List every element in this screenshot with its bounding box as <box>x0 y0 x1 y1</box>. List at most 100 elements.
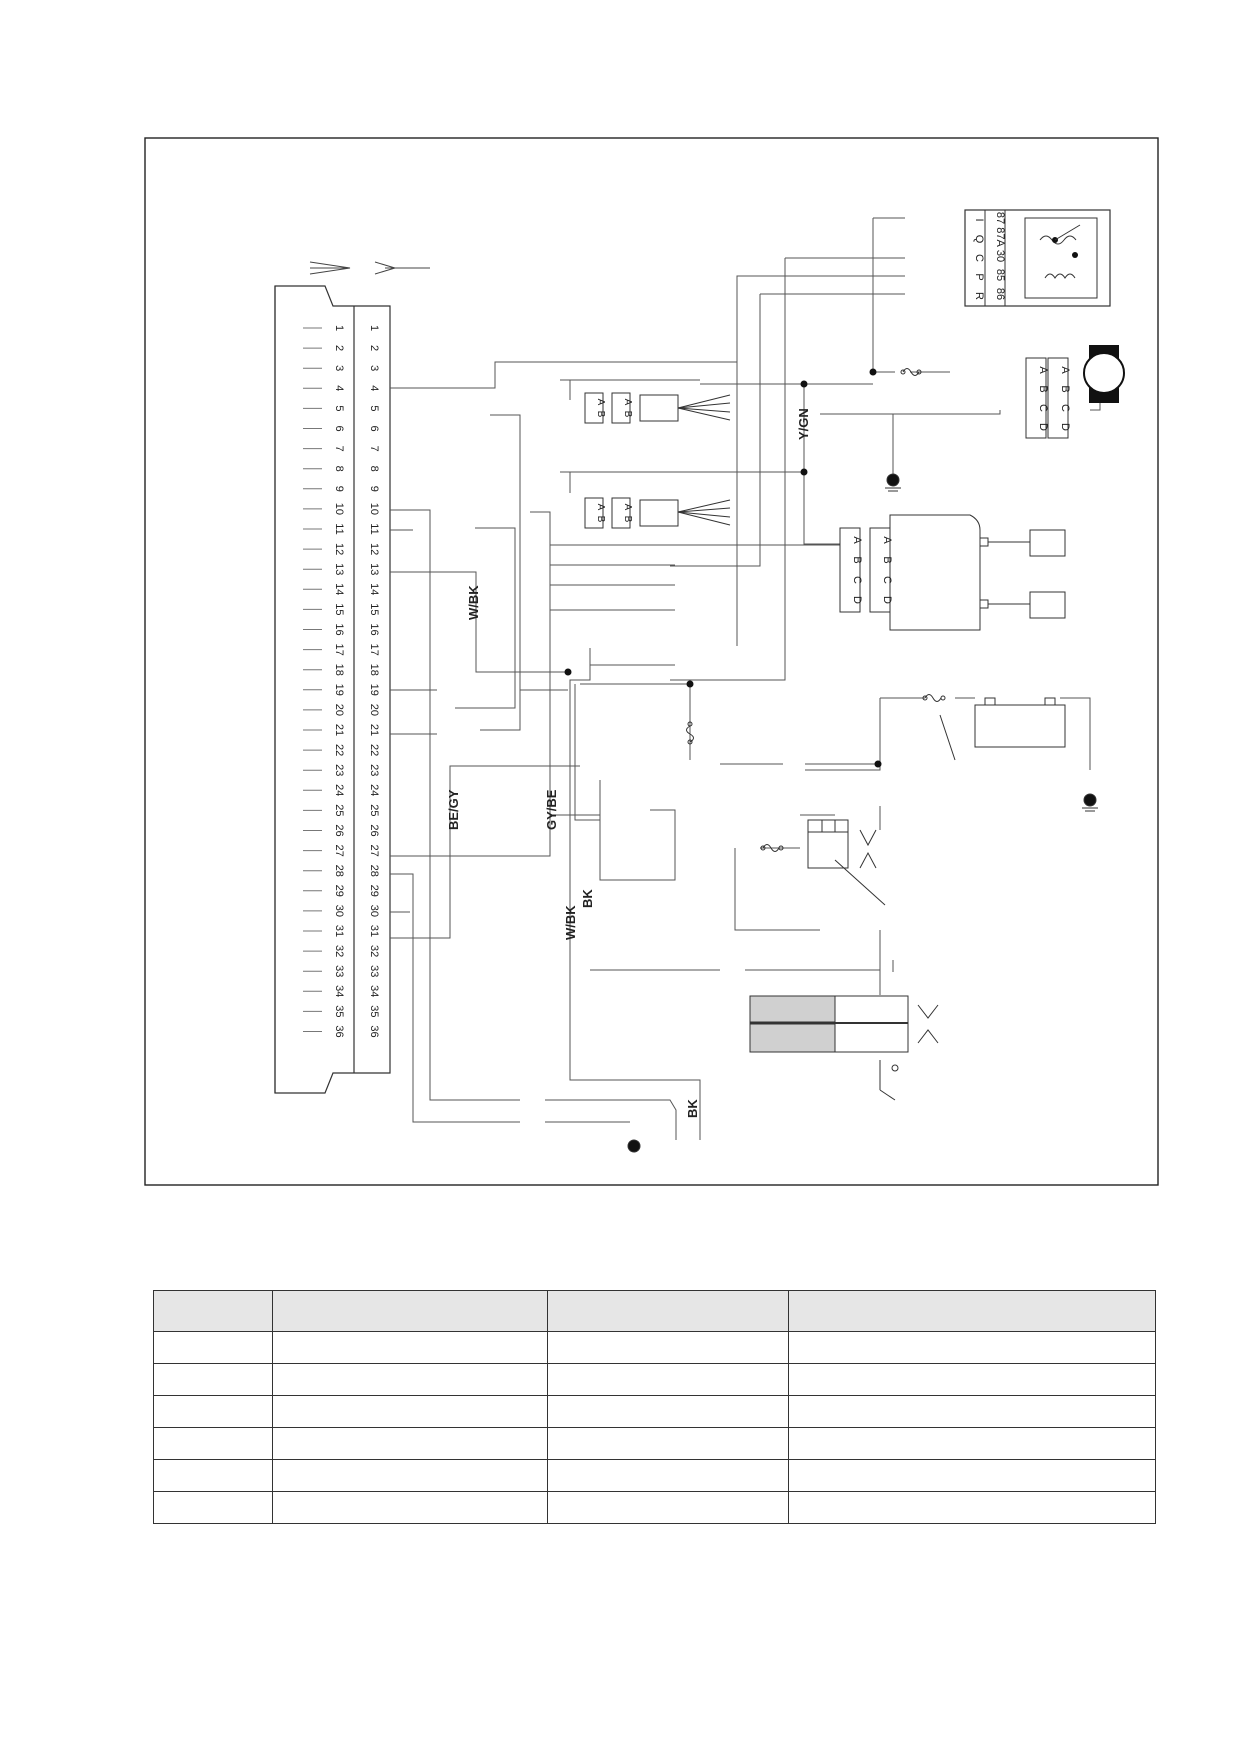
table-cell <box>272 1427 548 1460</box>
ecu-pin-label: 33 <box>333 965 345 977</box>
wire-label-w-bk-2: W/BK <box>563 905 578 940</box>
ecu-pin-label: 17 <box>333 643 345 655</box>
wire-label-bk-2: BK <box>685 1099 700 1118</box>
actuator-pin-label: C <box>1059 404 1071 412</box>
ecu-pin-label: 10 <box>333 503 345 515</box>
actuator <box>1025 345 1125 439</box>
ecu-pin-label: 20 <box>333 704 345 716</box>
ecu-pin-label: 33 <box>368 965 380 977</box>
ecu-pin-label: 14 <box>368 583 380 595</box>
table-cell <box>153 1363 273 1396</box>
sensor-pin-label: B <box>622 516 633 523</box>
table-cell <box>272 1331 548 1364</box>
ecu-pin-label: 18 <box>368 664 380 676</box>
relay-terminal-label: I <box>973 218 985 221</box>
table-cell <box>788 1363 1156 1396</box>
ecu-pin-label: 1 <box>368 325 380 331</box>
table-row <box>153 1459 1156 1492</box>
ecu-pin-label: 14 <box>333 583 345 595</box>
ignition-module <box>839 514 1066 631</box>
ecu-pin-label: 16 <box>333 623 345 635</box>
module-pin-label: D <box>881 596 893 604</box>
ecu-pin-label: 15 <box>333 603 345 615</box>
table-row <box>153 1427 1156 1460</box>
ecu-pin-label: 22 <box>368 744 380 756</box>
ecu-pin-label: 15 <box>368 603 380 615</box>
module-pin-label: A <box>881 536 893 544</box>
ecu-pin-label: 4 <box>368 385 380 391</box>
relay-terminal-label: 87A <box>994 227 1006 247</box>
ecu-pin-label: 27 <box>333 844 345 856</box>
ecu-pin-label: 20 <box>368 704 380 716</box>
ecu-pin-label: 5 <box>333 405 345 411</box>
ecu-pin-label: 19 <box>333 684 345 696</box>
ecu-pin-label: 3 <box>368 365 380 371</box>
ecu-pin-label: 3 <box>333 365 345 371</box>
ecu-pin-label: 12 <box>368 543 380 555</box>
module-pin-label: B <box>881 556 893 563</box>
actuator-pin-label: B <box>1059 385 1071 392</box>
table-cell <box>547 1331 789 1364</box>
ecu-pin-label: 23 <box>368 764 380 776</box>
ecu-pin-label: 13 <box>333 563 345 575</box>
table-cell <box>547 1459 789 1492</box>
relay-terminal-label: Q <box>973 235 985 244</box>
ecu-pin-label: 12 <box>333 543 345 555</box>
ecu-pin-label: 24 <box>333 784 345 796</box>
actuator-pin-label: A <box>1037 366 1049 374</box>
ecu-pin-label: 6 <box>368 425 380 431</box>
ecu-pin-label: 34 <box>333 985 345 997</box>
table-cell <box>153 1427 273 1460</box>
module-pin-label: C <box>851 576 863 584</box>
table-cell <box>153 1491 273 1524</box>
ecu-pin-label: 29 <box>333 885 345 897</box>
ecu-pin-label: 8 <box>333 466 345 472</box>
relay-terminal-label: R <box>973 292 985 300</box>
ground-icons <box>627 473 1098 1153</box>
relay-terminal-label: 86 <box>994 288 1006 300</box>
diagram-frame <box>144 137 1159 1186</box>
table-row <box>153 1363 1156 1396</box>
ecu-pin-label: 16 <box>368 623 380 635</box>
module-pin-label: A <box>851 536 863 544</box>
ecu-pin-label: 1 <box>333 325 345 331</box>
wire-label-bk-1: BK <box>580 889 595 908</box>
ecu-pin-label: 21 <box>333 724 345 736</box>
table-cell <box>547 1491 789 1524</box>
ecu-pin-label: 6 <box>333 425 345 431</box>
ecu-pin-label: 36 <box>368 1025 380 1037</box>
table-cell <box>272 1459 548 1492</box>
table-cell <box>272 1491 548 1524</box>
ecu-pin-label: 36 <box>333 1025 345 1037</box>
wire-label-gy-be: GY/BE <box>544 789 559 830</box>
legend-header-cell <box>153 1290 273 1332</box>
table-cell <box>547 1395 789 1428</box>
ecu-pin-label: 9 <box>368 486 380 492</box>
table-cell <box>788 1331 1156 1364</box>
instrument-panel <box>749 995 939 1101</box>
module-pin-label: C <box>881 576 893 584</box>
relay-terminal-label: 30 <box>994 250 1006 262</box>
ecu-pin-label: 26 <box>333 824 345 836</box>
ecu-pin-label: 31 <box>368 925 380 937</box>
ecu-pin-label: 5 <box>368 405 380 411</box>
actuator-pin-label: D <box>1059 423 1071 431</box>
actuator-pin-label: C <box>1037 404 1049 412</box>
actuator-pin-label: D <box>1037 423 1049 431</box>
oxygen-sensor-1 <box>584 392 731 424</box>
table-cell <box>153 1395 273 1428</box>
battery-icon <box>939 697 1066 761</box>
table-cell <box>788 1395 1156 1428</box>
ecu-pin-label: 32 <box>333 945 345 957</box>
ecu-pin-label: 17 <box>368 643 380 655</box>
ecu-pin-label: 8 <box>368 466 380 472</box>
ecu-pin-label: 34 <box>368 985 380 997</box>
